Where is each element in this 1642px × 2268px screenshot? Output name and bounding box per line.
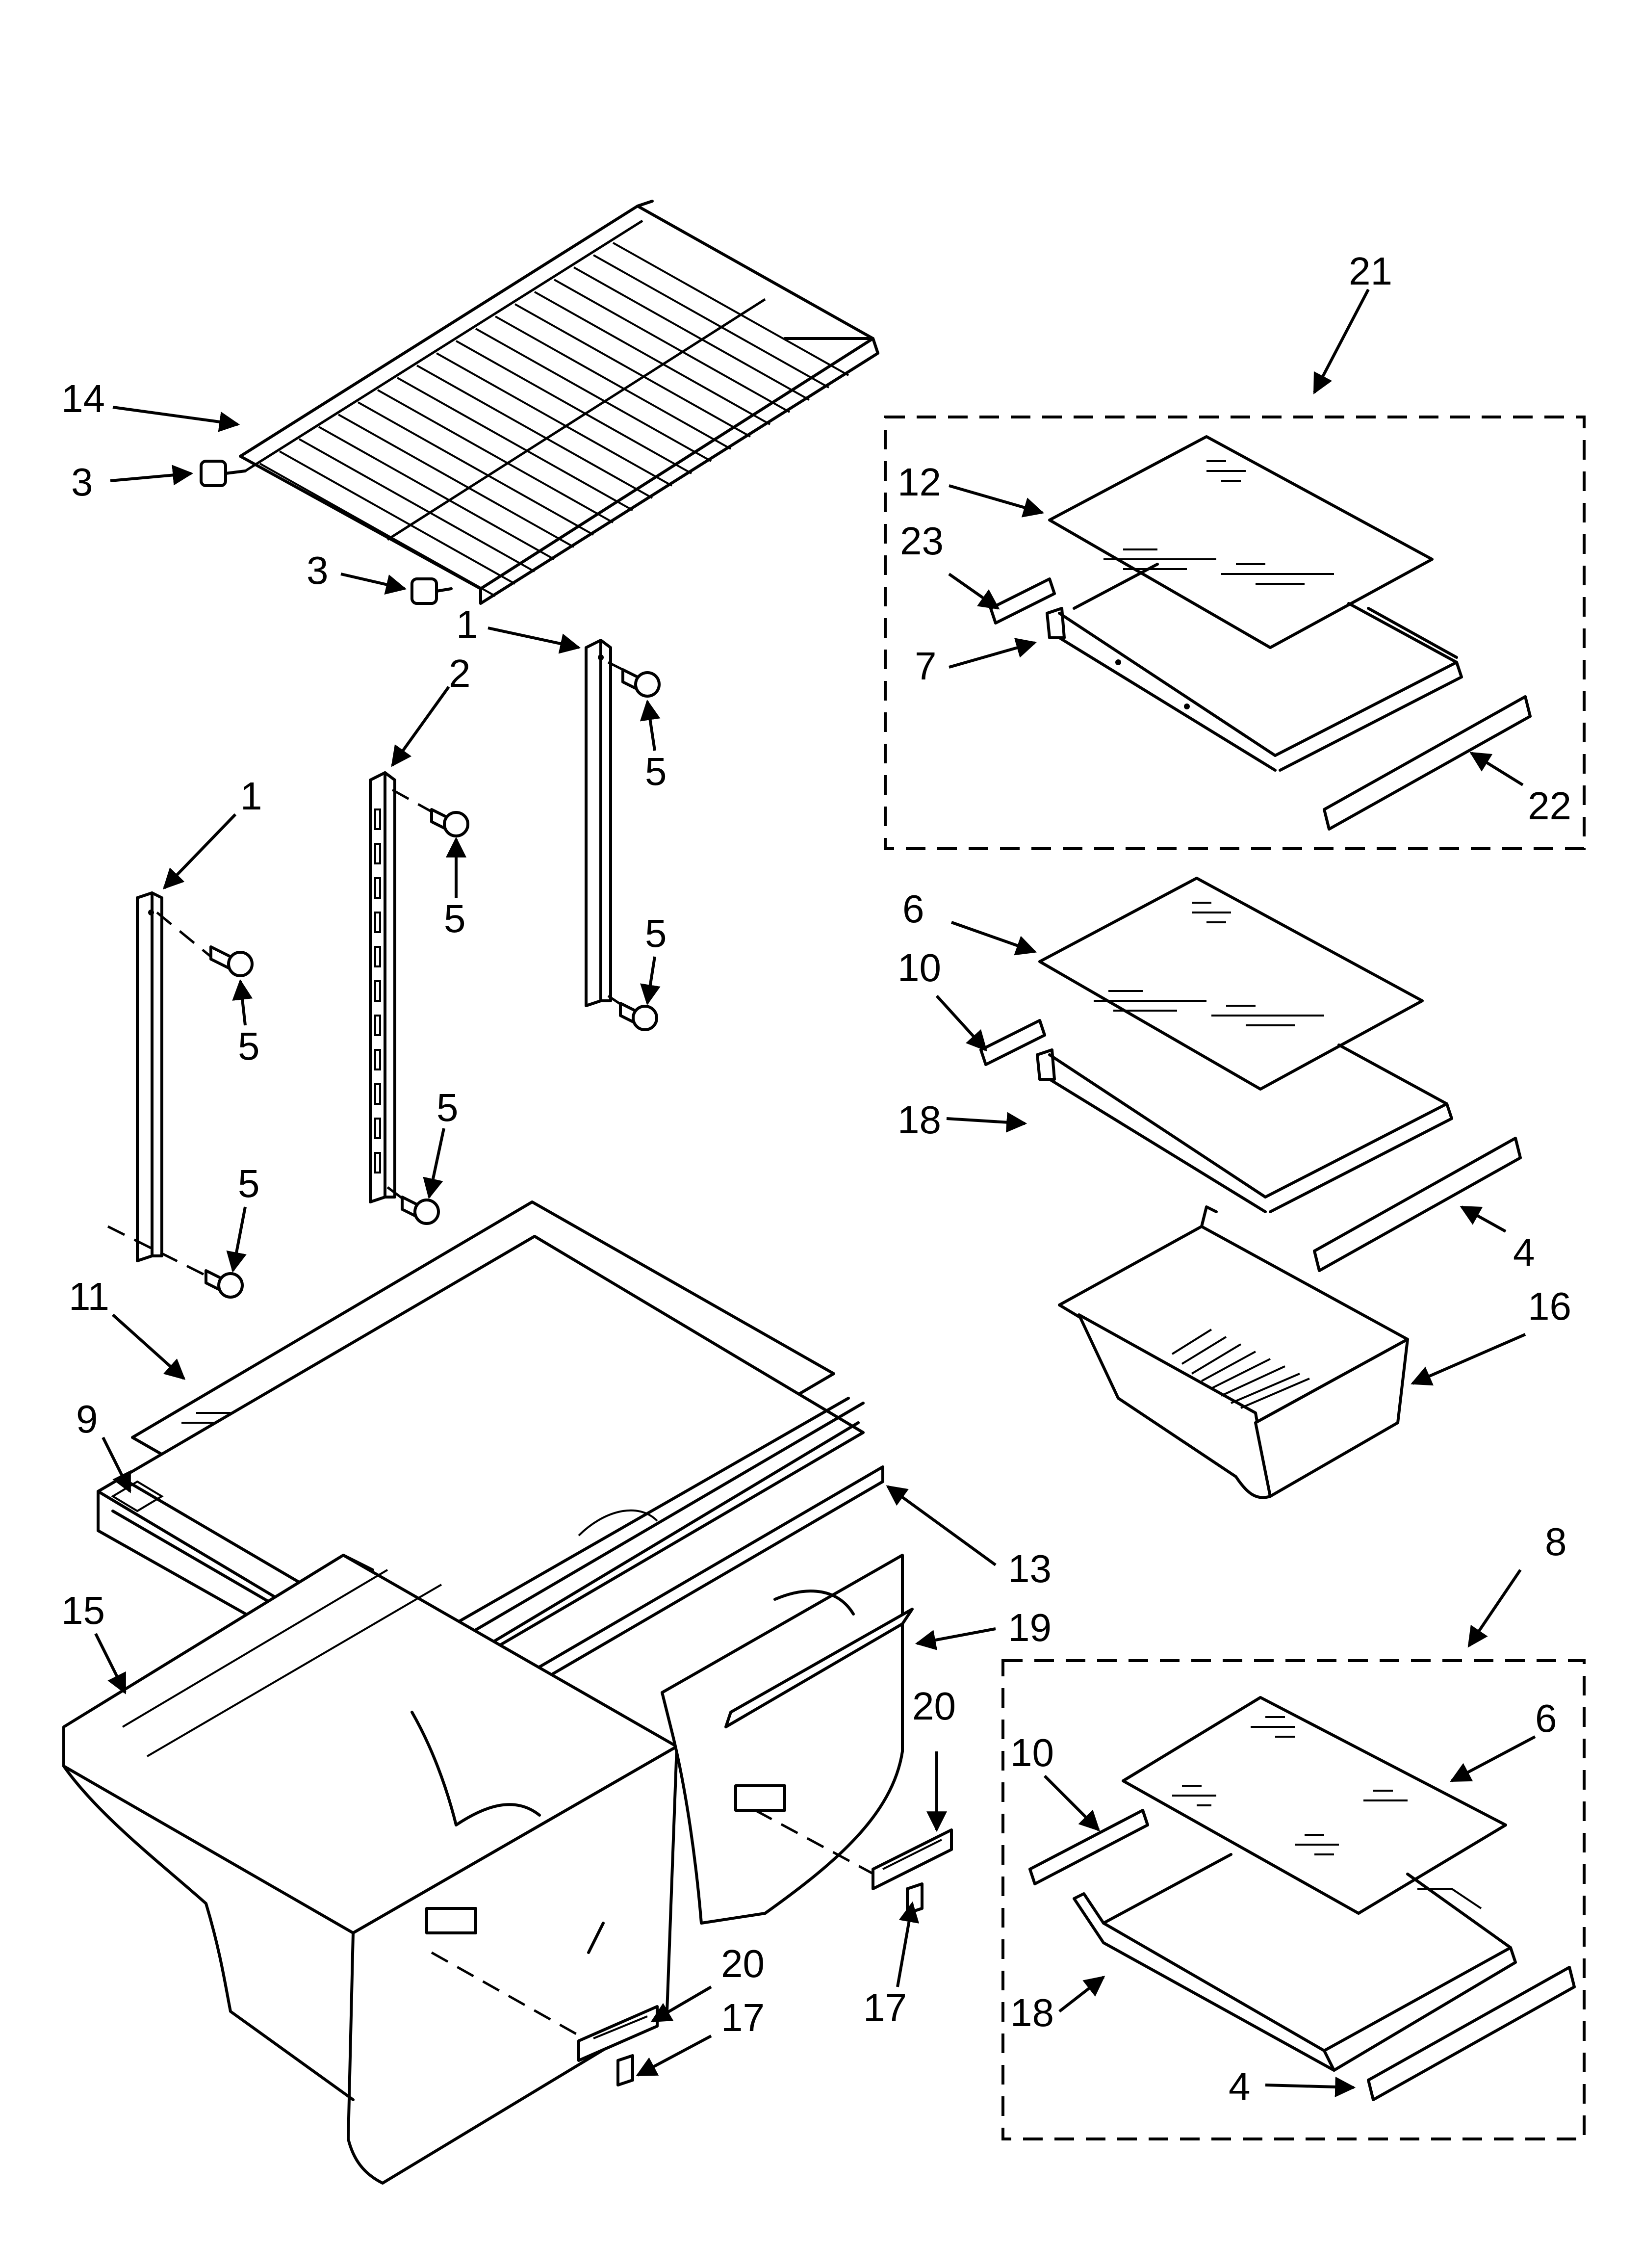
callout-3: 3 [71,460,93,504]
callout-10: 10 [1010,1731,1054,1774]
shelf-stud-right [410,577,453,605]
callout-3: 3 [307,548,329,592]
callout-4: 4 [1229,2064,1251,2108]
callout-22: 22 [1528,784,1571,828]
screw [619,1002,658,1031]
deli-drawer [1058,1205,1409,1499]
callout-10: 10 [898,946,941,990]
callout-1: 1 [240,774,262,818]
crisper-label-holder-left [577,2005,659,2086]
callout-2: 2 [449,652,471,695]
callout-9: 9 [76,1397,98,1441]
shelf-standard-right [585,639,629,1007]
callout-18: 18 [898,1098,941,1142]
glass-shelf-upper [1048,435,1434,649]
screw [401,1196,440,1225]
shelf-frame-middle [979,1019,1453,1213]
callout-14: 14 [61,377,105,420]
callout-11: 11 [69,1275,109,1318]
callout-7: 7 [915,644,937,688]
glass-shelf-middle [1038,877,1424,1091]
wire-shelf [239,200,879,605]
callout-17: 17 [863,1986,907,2030]
crisper-drawer-right [661,1554,914,1925]
callout-19: 19 [1008,1606,1052,1649]
assembly-box-21 [884,416,1586,850]
callout-21: 21 [1349,249,1392,293]
shelf-standard-center [369,771,437,1203]
callout-16: 16 [1528,1284,1571,1328]
callout-8: 8 [1545,1520,1567,1564]
shelf-frame-upper [989,563,1463,772]
callout-6: 6 [902,887,924,931]
shelf-frame-lower [1028,1809,1517,2072]
callout-1: 1 [456,602,478,646]
leader-lines [94,288,1536,2097]
callout-5: 5 [645,912,667,955]
screw [621,668,661,698]
callout-5: 5 [645,750,667,793]
crisper-drawer-left [62,1554,678,2185]
shelf-stud-left [200,460,247,487]
callout-18: 18 [1010,1991,1054,2034]
callout-17: 17 [721,1996,765,2039]
callout-13: 13 [1008,1547,1052,1590]
callout-5: 5 [238,1024,260,1068]
callout-20: 20 [721,1942,765,1985]
callout-4: 4 [1513,1230,1535,1274]
glass-shelf-lower [1122,1696,1507,1915]
callout-15: 15 [61,1589,105,1632]
shelf-trim-middle [1313,1137,1522,1272]
crisper-label-holder-right [872,1828,953,1915]
shelf-standard-left [107,891,212,1277]
shelf-trim-rear-upper [1323,695,1532,831]
screw [430,808,469,837]
shelf-trim-lower [1367,1966,1576,2101]
callout-labels: 14 3 3 1 2 1 5 5 5 5 5 5 11 9 15 13 19 2… [61,249,1571,2108]
callout-5: 5 [238,1162,260,1205]
assembly-box-8 [1001,1659,1586,2140]
screw [205,1269,244,1299]
callout-5: 5 [444,897,466,940]
callout-20: 20 [912,1684,956,1728]
callout-23: 23 [900,519,944,563]
callout-12: 12 [898,460,941,504]
callout-5: 5 [436,1086,459,1129]
screw [209,945,254,977]
callout-6: 6 [1535,1696,1557,1740]
